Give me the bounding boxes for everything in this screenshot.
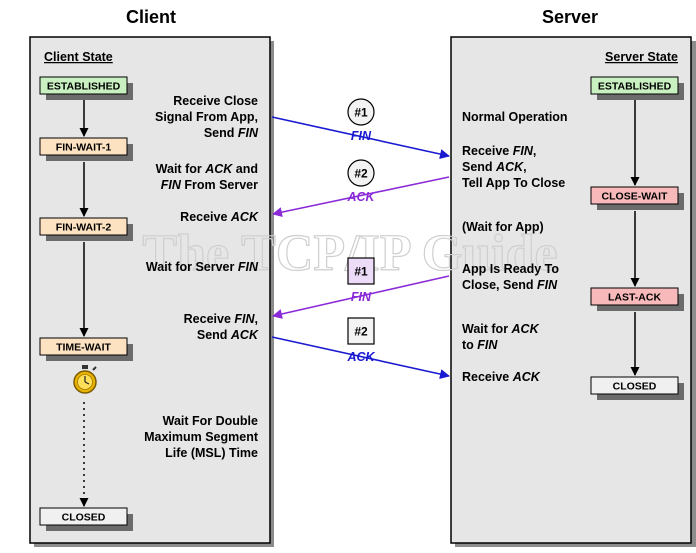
client-state-fin-wait-2: FIN-WAIT-2 [39, 217, 133, 241]
client-state-fin-wait-1: FIN-WAIT-1 [39, 137, 133, 161]
message-label-ack-2-client: ACK [346, 350, 375, 364]
server-desc-wait-ack-line2: to FIN [462, 338, 498, 352]
server-state-heading: Server State [605, 50, 678, 64]
client-state-closed: CLOSED [39, 507, 133, 531]
client-desc-receive-ack: Receive ACK [180, 210, 259, 224]
message-arrow-fin-1 [271, 116, 450, 159]
message-label-ack-2: ACK [346, 190, 375, 204]
server-desc-wait-for-app: (Wait for App) [462, 220, 544, 234]
server-state-close-wait-label: CLOSE-WAIT [602, 191, 668, 203]
client-state-time-wait: TIME-WAIT [39, 337, 133, 361]
server-desc-receive-ack: Receive ACK [462, 370, 541, 384]
message-badge-fin-1-server: #1 FIN [347, 257, 375, 304]
server-state-closed: CLOSED [590, 376, 684, 400]
client-desc-receive-close-line1: Receive Close [173, 94, 258, 108]
message-badge-ack-2-number: #2 [354, 167, 368, 181]
client-desc-receive-fin-line2: Send ACK [197, 328, 259, 342]
client-desc-msl-line3: Life (MSL) Time [165, 446, 258, 460]
message-badge-ack-2-client-number: #2 [354, 325, 368, 339]
server-heading: Server [542, 7, 598, 27]
client-desc-receive-fin-line1: Receive FIN, [184, 312, 258, 326]
stopwatch-icon [73, 365, 97, 394]
server-desc-wait-ack-line1: Wait for ACK [462, 322, 540, 336]
server-state-last-ack: LAST-ACK [590, 287, 684, 311]
client-state-time-wait-label: TIME-WAIT [56, 342, 111, 354]
client-desc-wait-server-fin: Wait for Server FIN [146, 260, 259, 274]
message-badge-fin-1: #1 FIN [347, 98, 375, 143]
client-state-heading: Client State [44, 50, 113, 64]
client-state-closed-label: CLOSED [62, 512, 106, 524]
client-desc-receive-close-line3: Send FIN [204, 126, 259, 140]
client-state-established: ESTABLISHED [39, 76, 133, 100]
message-label-fin-1: FIN [351, 129, 372, 143]
client-state-fin-wait-2-label: FIN-WAIT-2 [56, 222, 112, 234]
client-heading: Client [126, 7, 176, 27]
server-state-last-ack-label: LAST-ACK [608, 292, 661, 304]
message-badge-fin-1-number: #1 [354, 106, 368, 120]
message-badge-ack-2: #2 ACK [346, 159, 376, 204]
client-state-fin-wait-1-label: FIN-WAIT-1 [56, 142, 112, 154]
server-desc-receive-fin-line3: Tell App To Close [462, 176, 565, 190]
message-badge-fin-1-server-number: #1 [354, 265, 368, 279]
client-desc-msl-line1: Wait For Double [163, 414, 258, 428]
message-arrow-ack-2 [272, 176, 450, 218]
message-arrow-ack-2-client [271, 336, 450, 379]
client-desc-msl-line2: Maximum Segment [144, 430, 259, 444]
server-state-established-label: ESTABLISHED [598, 81, 672, 93]
server-desc-normal-operation: Normal Operation [462, 110, 568, 124]
server-state-close-wait: CLOSE-WAIT [590, 186, 684, 210]
client-desc-wait-ack-line1: Wait for ACK and [156, 162, 258, 176]
server-desc-ready-line1: App Is Ready To [462, 262, 559, 276]
client-desc-receive-close-line2: Signal From App, [155, 110, 258, 124]
message-arrow-fin-1-server [272, 275, 450, 319]
client-desc-wait-ack-line2: FIN From Server [161, 178, 258, 192]
server-state-established: ESTABLISHED [590, 76, 684, 100]
server-desc-receive-fin-line2: Send ACK, [462, 160, 527, 174]
message-label-fin-1-server: FIN [351, 290, 372, 304]
client-state-established-label: ESTABLISHED [47, 81, 121, 93]
client-panel [29, 36, 271, 544]
message-badge-ack-2-client: #2 ACK [346, 317, 376, 364]
server-state-closed-label: CLOSED [613, 381, 657, 393]
server-desc-receive-fin-line1: Receive FIN, [462, 144, 536, 158]
server-desc-ready-line2: Close, Send FIN [462, 278, 558, 292]
